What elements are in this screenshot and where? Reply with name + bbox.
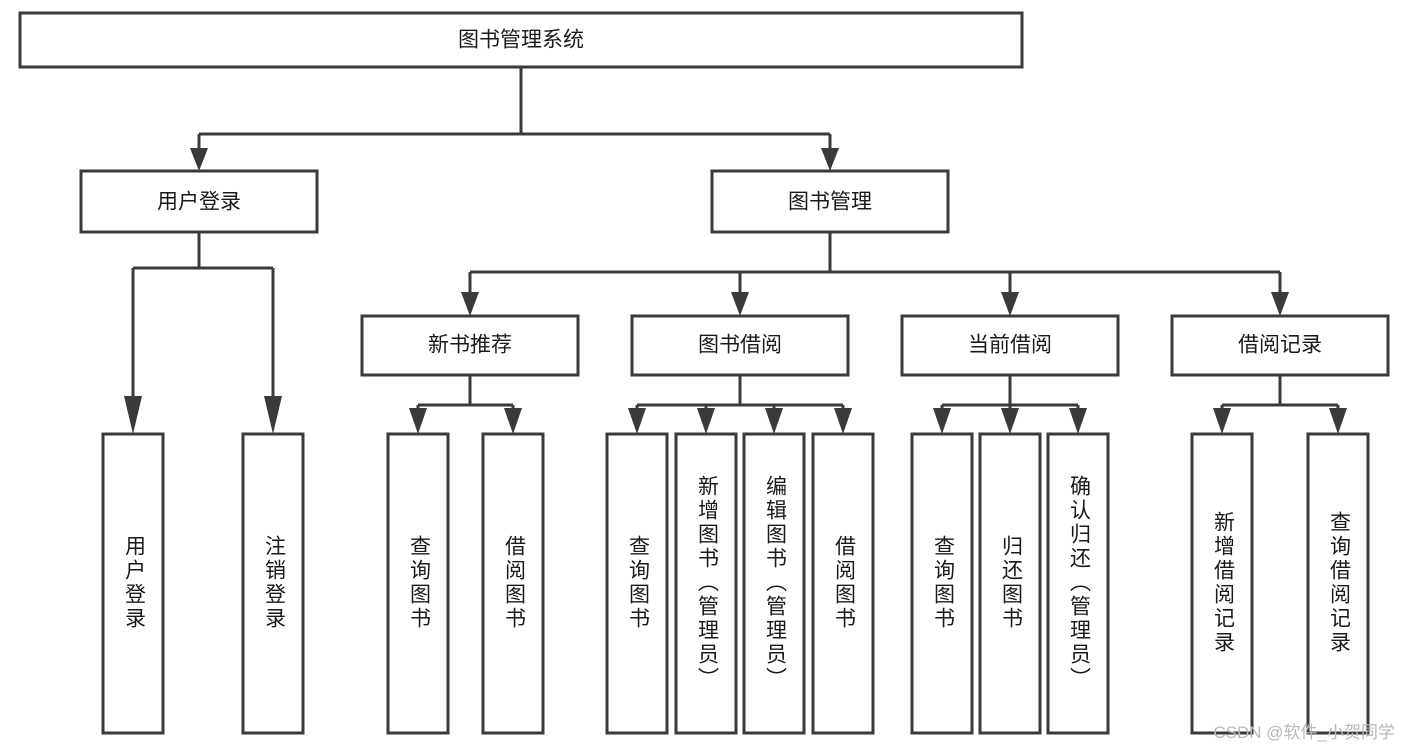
arrow-to-leaf-return-book <box>1001 408 1019 434</box>
leaf-query-book-3[interactable]: 查询图书 <box>910 432 974 735</box>
leaf-user-login-label: 用户登录 <box>122 535 146 631</box>
arrow-to-leaf-query-book-3 <box>933 408 951 434</box>
leaf-return-book-label: 归还图书 <box>999 535 1023 631</box>
arrow-to-new-book-recommend <box>461 292 479 316</box>
node-user-login-label: 用户登录 <box>157 191 241 214</box>
arrow-to-leaf-confirm-return <box>1069 408 1087 434</box>
leaf-user-login-box[interactable] <box>101 432 165 735</box>
leaf-logout-label: 注销登录 <box>262 535 286 631</box>
arrow-to-leaf-edit-book <box>765 408 783 434</box>
leaf-query-book-2[interactable]: 查询图书 <box>605 432 669 735</box>
arrow-to-user-login <box>190 148 208 171</box>
node-borrow-record[interactable]: 借阅记录 <box>1170 314 1390 377</box>
arrow-to-leaf-user-login <box>124 396 142 434</box>
csdn-watermark: CSDN @软件_小贺同学 <box>1213 723 1395 742</box>
node-book-management-box[interactable] <box>710 169 950 234</box>
leaf-return-book-box[interactable] <box>978 432 1042 735</box>
node-root-label: 图书管理系统 <box>458 29 584 52</box>
leaf-query-book-3-label: 查询图书 <box>931 535 955 631</box>
leaf-edit-book[interactable]: 编辑图书（管理员） <box>742 432 806 735</box>
node-book-management-label: 图书管理 <box>788 191 872 214</box>
node-book-borrow-box[interactable] <box>630 314 850 377</box>
leaf-query-book-1-box[interactable] <box>386 432 450 735</box>
node-user-login[interactable]: 用户登录 <box>79 169 319 234</box>
leaf-borrow-book-2-label: 借阅图书 <box>832 535 856 631</box>
leaf-edit-book-label: 编辑图书（管理员） <box>763 475 787 691</box>
leaf-query-record-label: 查询借阅记录 <box>1327 511 1351 655</box>
leaf-add-record-label: 新增借阅记录 <box>1211 511 1235 655</box>
node-current-borrow-label: 当前借阅 <box>968 334 1052 357</box>
leaf-confirm-return-box[interactable] <box>1046 432 1110 735</box>
leaf-logout[interactable]: 注销登录 <box>241 432 305 735</box>
leaf-add-book[interactable]: 新增图书（管理员） <box>674 432 738 735</box>
connector-layer <box>124 67 1347 434</box>
leaf-query-record[interactable]: 查询借阅记录 <box>1306 432 1370 735</box>
node-user-login-box[interactable] <box>79 169 319 234</box>
leaf-query-record-box[interactable] <box>1306 432 1370 735</box>
node-new-book-recommend-box[interactable] <box>360 314 580 377</box>
leaf-confirm-return[interactable]: 确认归还（管理员） <box>1046 432 1110 735</box>
leaf-query-book-1-label: 查询图书 <box>407 535 431 631</box>
arrow-to-leaf-add-book <box>697 408 715 434</box>
leaf-borrow-book-1-label: 借阅图书 <box>502 535 526 631</box>
node-current-borrow[interactable]: 当前借阅 <box>900 314 1120 377</box>
node-new-book-recommend-label: 新书推荐 <box>428 334 512 357</box>
leaf-return-book[interactable]: 归还图书 <box>978 432 1042 735</box>
leaf-borrow-book-1-box[interactable] <box>481 432 545 735</box>
arrow-to-leaf-add-record <box>1213 408 1231 434</box>
node-new-book-recommend[interactable]: 新书推荐 <box>360 314 580 377</box>
leaf-borrow-book-1[interactable]: 借阅图书 <box>481 432 545 735</box>
arrow-to-leaf-query-book-2 <box>628 408 646 434</box>
leaf-query-book-2-box[interactable] <box>605 432 669 735</box>
leaf-confirm-return-label: 确认归还（管理员） <box>1067 475 1091 691</box>
leaf-add-record[interactable]: 新增借阅记录 <box>1190 432 1254 735</box>
leaf-add-book-label: 新增图书（管理员） <box>695 475 719 691</box>
leaf-query-book-3-box[interactable] <box>910 432 974 735</box>
arrow-to-leaf-borrow-book-1 <box>504 408 522 434</box>
arrow-to-current-borrow <box>1001 292 1019 316</box>
node-borrow-record-box[interactable] <box>1170 314 1390 377</box>
arrow-to-leaf-query-record <box>1329 408 1347 434</box>
leaf-logout-box[interactable] <box>241 432 305 735</box>
node-root-box[interactable] <box>18 11 1024 69</box>
node-book-management[interactable]: 图书管理 <box>710 169 950 234</box>
node-book-borrow[interactable]: 图书借阅 <box>630 314 850 377</box>
arrow-to-borrow-record <box>1271 292 1289 316</box>
node-current-borrow-box[interactable] <box>900 314 1120 377</box>
leaf-borrow-book-2-box[interactable] <box>811 432 875 735</box>
leaf-add-book-box[interactable] <box>674 432 738 735</box>
leaf-user-login[interactable]: 用户登录 <box>101 432 165 735</box>
node-borrow-record-label: 借阅记录 <box>1238 334 1322 357</box>
arrow-to-book-borrow <box>731 292 749 316</box>
arrow-to-leaf-logout <box>264 396 282 434</box>
leaf-add-record-box[interactable] <box>1190 432 1254 735</box>
arrow-to-leaf-query-book-1 <box>409 408 427 434</box>
node-book-borrow-label: 图书借阅 <box>698 334 782 357</box>
leaf-edit-book-box[interactable] <box>742 432 806 735</box>
leaf-query-book-1[interactable]: 查询图书 <box>386 432 450 735</box>
leaf-borrow-book-2[interactable]: 借阅图书 <box>811 432 875 735</box>
arrow-to-book-management <box>821 148 839 171</box>
arrow-to-leaf-borrow-book-2 <box>834 408 852 434</box>
leaf-query-book-2-label: 查询图书 <box>626 535 650 631</box>
node-root[interactable]: 图书管理系统 <box>18 11 1024 69</box>
